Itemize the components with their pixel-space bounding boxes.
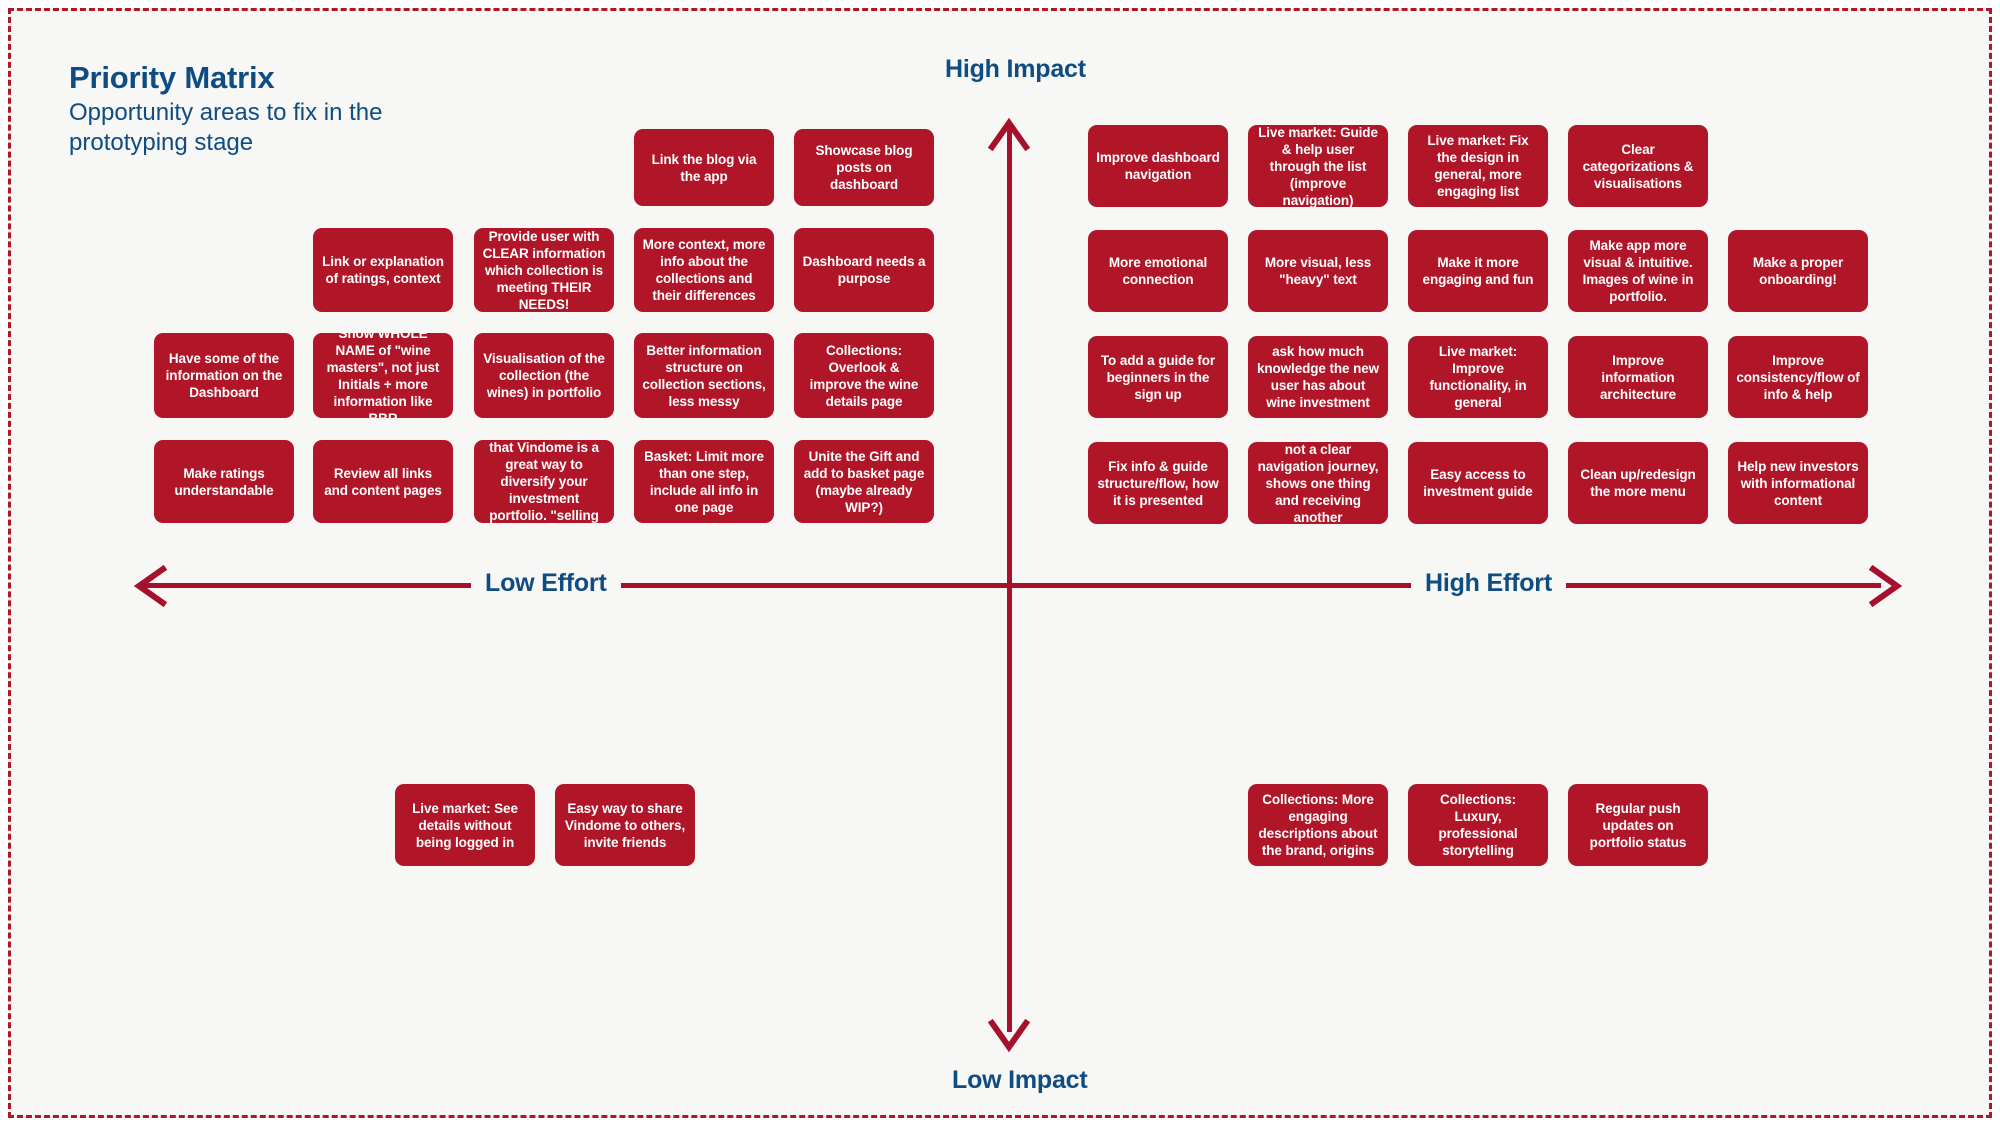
- axis-label-low-impact: Low Impact: [938, 1066, 1102, 1095]
- idea-card-label: Better information structure on collecti…: [642, 342, 766, 409]
- idea-card[interactable]: Live market: Fix the design in general, …: [1408, 125, 1548, 207]
- idea-card[interactable]: Live market: Improve functionality, in g…: [1408, 336, 1548, 418]
- horizontal-axis-right-segment: [1386, 583, 1881, 588]
- idea-card-label: Live market: Guide & help user through t…: [1258, 125, 1378, 207]
- idea-card-label: In some way, show that Vindome is a grea…: [489, 440, 599, 523]
- idea-card[interactable]: Live market: See details without being l…: [395, 784, 535, 866]
- idea-card[interactable]: Collections: More engaging descriptions …: [1248, 784, 1388, 866]
- axis-label-high-effort: High Effort: [1411, 569, 1566, 598]
- idea-card-label: Make app more visual & intuitive. Images…: [1582, 238, 1694, 304]
- idea-card[interactable]: Easy way to share Vindome to others, inv…: [555, 784, 695, 866]
- idea-card-label: More visual, less "heavy" text: [1264, 255, 1372, 287]
- idea-card-label: Easy way to share Vindome to others, inv…: [564, 800, 686, 850]
- idea-card[interactable]: Better information structure on collecti…: [634, 333, 774, 418]
- idea-card[interactable]: Make it more engaging and fun: [1408, 230, 1548, 312]
- page-subtitle: Opportunity areas to fix in the prototyp…: [69, 98, 383, 157]
- idea-card[interactable]: Fix info & guide structure/flow, how it …: [1088, 442, 1228, 524]
- horizontal-axis-mid-segment: [921, 583, 1386, 588]
- idea-card[interactable]: Showcase blog posts on dashboard: [794, 129, 934, 206]
- vertical-axis-line: [1007, 126, 1012, 1032]
- idea-card-label: Live market: Fix the design in general, …: [1427, 133, 1529, 199]
- idea-card-label: Collections: Overlook & improve the wine…: [809, 342, 919, 409]
- idea-card[interactable]: Collections: Overlook & improve the wine…: [794, 333, 934, 418]
- axis-label-high-impact: High Impact: [931, 55, 1100, 84]
- idea-card[interactable]: Easy access to investment guide: [1408, 442, 1548, 524]
- idea-card-label: Easy access to investment guide: [1423, 467, 1533, 499]
- page-title: Priority Matrix: [69, 60, 275, 95]
- idea-card-label: To add a guide for beginners in the sign…: [1100, 352, 1216, 402]
- idea-card-label: Improve dashboard navigation: [1096, 150, 1220, 182]
- idea-card-label: Make ratings understandable: [174, 465, 274, 498]
- idea-card[interactable]: Help new investors with informational co…: [1728, 442, 1868, 524]
- idea-card-label: Improve information architecture: [1599, 352, 1677, 402]
- idea-card-label: Fix info & guide structure/flow, how it …: [1097, 458, 1219, 508]
- idea-card-label: ask how much knowledge the new user has …: [1256, 344, 1380, 410]
- idea-card-label: Live market: See details without being l…: [412, 800, 518, 850]
- idea-card-label: Make a proper onboarding!: [1752, 255, 1844, 287]
- idea-card-label: Link or explanation of ratings, context: [322, 254, 444, 286]
- idea-card[interactable]: Improve consistency/flow of info & help: [1728, 336, 1868, 418]
- idea-card-label: Dashboard needs a purpose: [802, 254, 926, 286]
- idea-card[interactable]: Link the blog via the app: [634, 129, 774, 206]
- idea-card[interactable]: Link or explanation of ratings, context: [313, 228, 453, 312]
- idea-card-label: Make it more engaging and fun: [1422, 255, 1534, 287]
- idea-card-label: Link the blog via the app: [651, 151, 757, 184]
- idea-card-label: Help new investors with informational co…: [1737, 458, 1859, 508]
- idea-card-label: Provide user with CLEAR information whic…: [482, 228, 606, 312]
- idea-card[interactable]: Visualisation of the collection (the win…: [474, 333, 614, 418]
- idea-card-label: Collections: More engaging descriptions …: [1258, 792, 1378, 858]
- idea-card-label: More emotional connection: [1108, 255, 1208, 287]
- idea-card-label: Review all links and content pages: [324, 465, 442, 498]
- idea-card[interactable]: Collections: Luxury, professional storyt…: [1408, 784, 1548, 866]
- idea-card-label: Clear categorizations & visualisations: [1582, 141, 1694, 191]
- idea-card-label: Show WHOLE NAME of "wine masters", not j…: [326, 333, 440, 418]
- arrow-down-icon: [986, 1007, 1032, 1058]
- idea-card-label: Unite the Gift and add to basket page (m…: [803, 448, 925, 515]
- idea-card[interactable]: Clear categorizations & visualisations: [1568, 125, 1708, 207]
- idea-card[interactable]: Improve dashboard navigation: [1088, 125, 1228, 207]
- idea-card[interactable]: To add a guide for beginners in the sign…: [1088, 336, 1228, 418]
- idea-card-label: Regular push updates on portfolio status: [1589, 800, 1687, 850]
- idea-card[interactable]: Make a proper onboarding!: [1728, 230, 1868, 312]
- idea-card[interactable]: More visual, less "heavy" text: [1248, 230, 1388, 312]
- idea-card-label: not a clear navigation journey, shows on…: [1257, 442, 1379, 524]
- idea-card[interactable]: Unite the Gift and add to basket page (m…: [794, 440, 934, 523]
- idea-card-label: Improve consistency/flow of info & help: [1736, 352, 1860, 402]
- idea-card[interactable]: In some way, show that Vindome is a grea…: [474, 440, 614, 523]
- idea-card[interactable]: More emotional connection: [1088, 230, 1228, 312]
- idea-card-label: Visualisation of the collection (the win…: [483, 351, 605, 400]
- axis-label-low-effort: Low Effort: [471, 569, 621, 598]
- arrow-left-icon: [133, 563, 179, 614]
- idea-card-label: Showcase blog posts on dashboard: [815, 143, 913, 192]
- idea-card[interactable]: ask how much knowledge the new user has …: [1248, 336, 1388, 418]
- arrow-right-icon: [1857, 563, 1903, 614]
- priority-matrix-canvas: Priority Matrix Opportunity areas to fix…: [8, 8, 1992, 1118]
- arrow-up-icon: [986, 117, 1032, 168]
- idea-card[interactable]: Clean up/redesign the more menu: [1568, 442, 1708, 524]
- idea-card[interactable]: Review all links and content pages: [313, 440, 453, 523]
- idea-card[interactable]: Make ratings understandable: [154, 440, 294, 523]
- idea-card[interactable]: More context, more info about the collec…: [634, 228, 774, 312]
- idea-card[interactable]: not a clear navigation journey, shows on…: [1248, 442, 1388, 524]
- idea-card[interactable]: Show WHOLE NAME of "wine masters", not j…: [313, 333, 453, 418]
- idea-card[interactable]: Make app more visual & intuitive. Images…: [1568, 230, 1708, 312]
- idea-card[interactable]: Provide user with CLEAR information whic…: [474, 228, 614, 312]
- idea-card[interactable]: Dashboard needs a purpose: [794, 228, 934, 312]
- idea-card-label: Collections: Luxury, professional storyt…: [1438, 792, 1518, 858]
- idea-card[interactable]: Have some of the information on the Dash…: [154, 333, 294, 418]
- idea-card[interactable]: Basket: Limit more than one step, includ…: [634, 440, 774, 523]
- idea-card[interactable]: Improve information architecture: [1568, 336, 1708, 418]
- idea-card[interactable]: Regular push updates on portfolio status: [1568, 784, 1708, 866]
- header-block: Priority Matrix Opportunity areas to fix…: [69, 60, 489, 159]
- idea-card-label: Have some of the information on the Dash…: [165, 351, 283, 400]
- idea-card-label: Basket: Limit more than one step, includ…: [644, 448, 764, 515]
- idea-card-label: Clean up/redesign the more menu: [1580, 467, 1696, 499]
- idea-card[interactable]: Live market: Guide & help user through t…: [1248, 125, 1388, 207]
- idea-card-label: More context, more info about the collec…: [642, 237, 766, 303]
- idea-card-label: Live market: Improve functionality, in g…: [1429, 344, 1527, 410]
